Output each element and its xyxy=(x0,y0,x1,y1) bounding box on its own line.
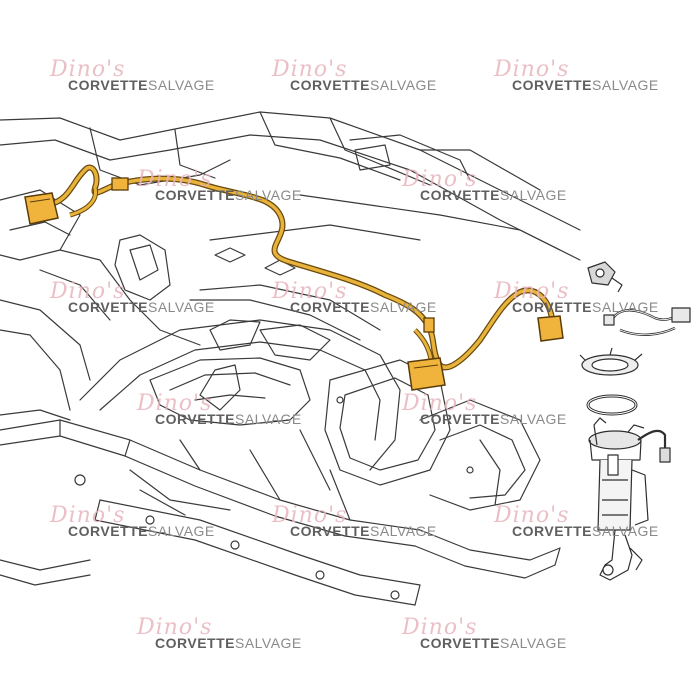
fuel-pump-wiring-harness xyxy=(24,164,564,391)
pump-pigtail-connector xyxy=(587,261,623,293)
connector-front xyxy=(24,192,59,225)
connector-inline-middle xyxy=(423,317,435,333)
chassis-line-art xyxy=(0,111,581,606)
connector-pump xyxy=(537,315,564,342)
connector-inline-upper xyxy=(111,177,129,191)
o-ring-seal xyxy=(586,394,638,416)
lock-ring xyxy=(579,347,643,376)
connector-tank xyxy=(407,357,446,391)
pump-harness-pigtail xyxy=(603,307,691,336)
pump-sender-assembly xyxy=(588,417,671,581)
harness-wire xyxy=(45,164,555,371)
fuel-pump-module-exploded xyxy=(579,261,691,581)
